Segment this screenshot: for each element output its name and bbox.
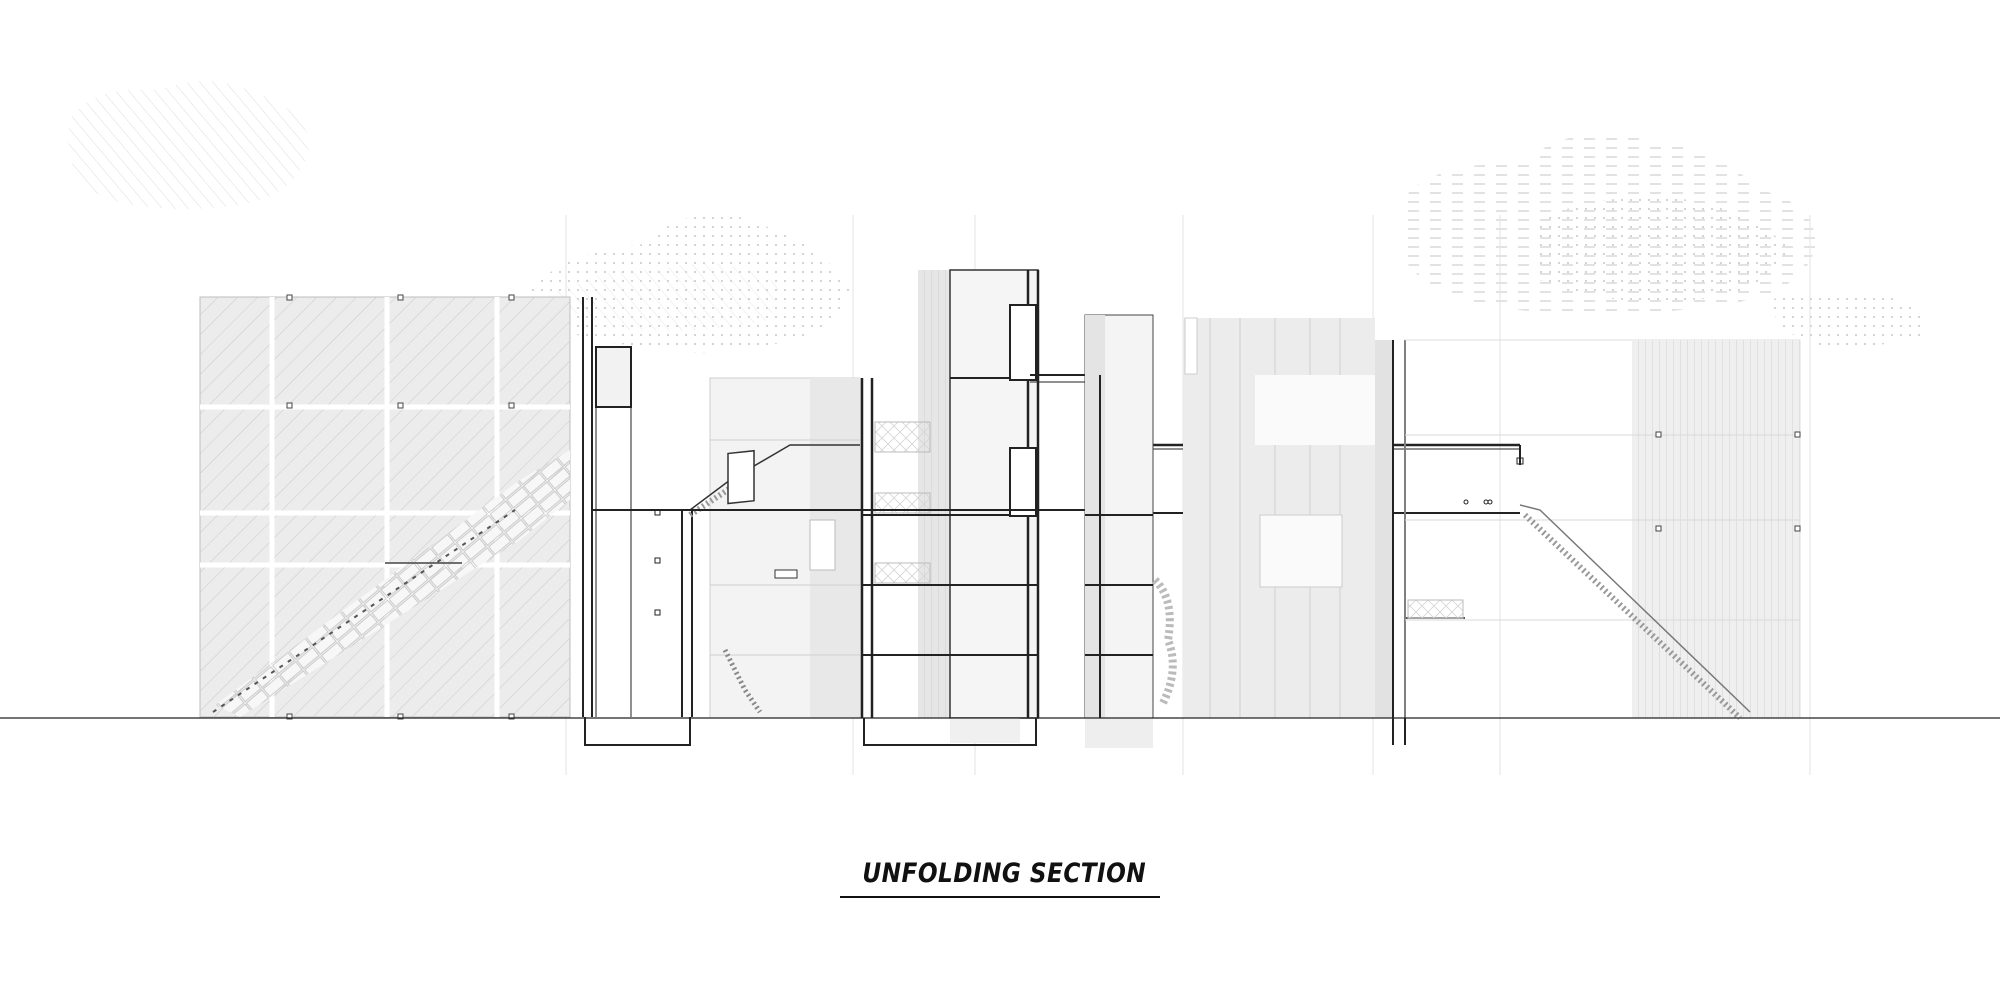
core-center bbox=[860, 269, 1040, 746]
core-left bbox=[582, 297, 693, 746]
cloud-hatch-left bbox=[68, 81, 310, 209]
middle-building bbox=[688, 377, 861, 719]
right-facade bbox=[1183, 317, 1393, 718]
far-right-block bbox=[1404, 339, 1801, 721]
drawing-title-block: UNFOLDING SECTION bbox=[840, 858, 1160, 898]
left-block bbox=[199, 294, 571, 720]
cloud-hatch-right bbox=[1401, 133, 1927, 347]
right-structure bbox=[1392, 340, 1524, 745]
tower-right bbox=[1084, 314, 1177, 748]
title-underline bbox=[840, 896, 1160, 898]
drawing-title: UNFOLDING SECTION bbox=[862, 858, 1147, 889]
cloud-hatch-center bbox=[520, 213, 850, 353]
